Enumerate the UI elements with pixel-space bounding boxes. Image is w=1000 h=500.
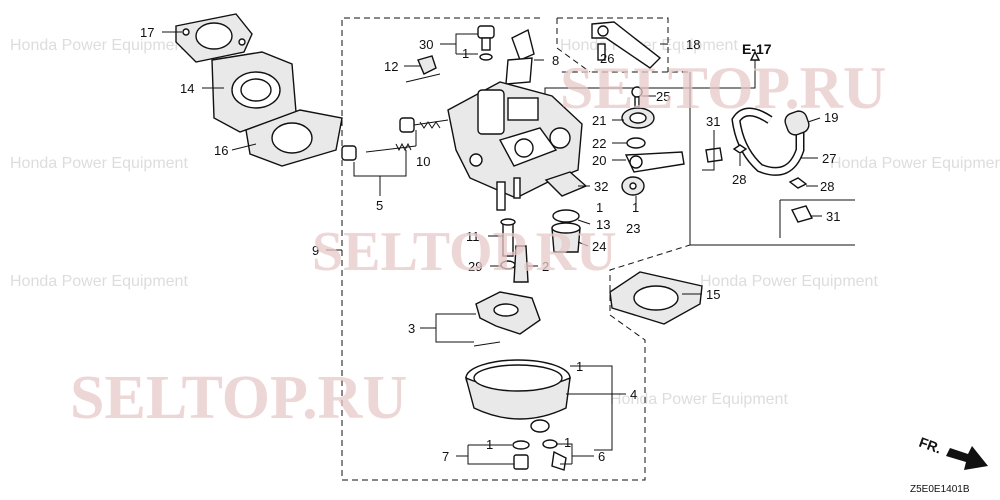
- callout-2: 2: [542, 259, 549, 274]
- float-chamber-4: [464, 359, 571, 433]
- callout-32: 32: [594, 179, 608, 194]
- watermark-middle: SELTOP.RU: [312, 221, 617, 283]
- gasket-8: [505, 28, 535, 85]
- faint-text-row-7: Honda Power Equipment: [610, 391, 788, 408]
- float-3: [473, 291, 541, 347]
- throttle-stop-screw-5: [341, 142, 417, 161]
- jet-2: [513, 245, 529, 283]
- drain-bolt-7: [512, 440, 530, 470]
- drain-screw-6: [542, 439, 567, 471]
- fuel-tube-19: [784, 110, 810, 136]
- faint-text-row-4: Honda Power Equipment: [830, 155, 1000, 172]
- callout-1-chamber: 1: [576, 359, 583, 374]
- callout-10: 10: [416, 154, 430, 169]
- gasket-15: [609, 271, 703, 325]
- callout-1-screw-washer: 1: [564, 435, 571, 450]
- section-ref-label: E-17: [742, 41, 772, 57]
- watermark-top: SELTOP.RU: [560, 55, 886, 121]
- callout-1-screw: 1: [462, 46, 469, 61]
- main-nozzle-11: [500, 218, 516, 257]
- clip-28-lower: [788, 177, 808, 189]
- oring-13: [552, 209, 580, 223]
- callout-9: 9: [312, 243, 319, 258]
- clip-28-upper: [732, 144, 748, 154]
- callout-4: 4: [630, 387, 637, 402]
- callout-7: 7: [442, 449, 449, 464]
- lever-20: [624, 151, 685, 173]
- callout-17: 17: [140, 25, 154, 40]
- section-ref-arrow: [749, 50, 761, 61]
- watermarks: SELTOP.RU SELTOP.RU SELTOP.RU: [70, 55, 886, 432]
- front-marker-label: FR.: [917, 434, 944, 457]
- callout-1-oring: 1: [596, 200, 603, 215]
- diagram-code: Z5E0E1401B: [910, 484, 970, 495]
- callout-14: 14: [180, 81, 194, 96]
- callout-12: 12: [384, 59, 398, 74]
- faint-text-row-3: Honda Power Equipment: [10, 155, 188, 172]
- callout-31-lower: 31: [826, 209, 840, 224]
- pilot-screw-10: [399, 117, 449, 133]
- choke-lever-group-outline: [557, 17, 669, 72]
- vent-12: [405, 55, 441, 83]
- fuel-tube-group-frame: [689, 72, 855, 246]
- gasket-17: [175, 13, 253, 63]
- callout-8: 8: [552, 53, 559, 68]
- choke-valve-21: [621, 107, 655, 129]
- pin-26: [597, 43, 606, 61]
- callout-28-upper: 28: [732, 172, 746, 187]
- callout-27: 27: [822, 151, 836, 166]
- watermark-bottom: SELTOP.RU: [70, 364, 407, 432]
- callout-6: 6: [598, 449, 605, 464]
- front-arrow-icon: [946, 446, 988, 470]
- screw-30: [477, 25, 495, 51]
- insulator-14: [211, 51, 297, 133]
- background-faint-text: Honda Power Equipment Honda Power Equipm…: [10, 37, 1000, 408]
- carburetor-body: [447, 81, 583, 211]
- callout-31-upper: 31: [706, 114, 720, 129]
- float-24: [551, 222, 581, 253]
- callout-1-bolt: 1: [486, 437, 493, 452]
- callout-25: 25: [656, 89, 670, 104]
- callout-20: 20: [592, 153, 606, 168]
- callout-24: 24: [592, 239, 606, 254]
- faint-text-row-5: Honda Power Equipment: [10, 273, 188, 290]
- callout-15: 15: [706, 287, 720, 302]
- callout-21: 21: [592, 113, 606, 128]
- choke-lever-18: [591, 21, 662, 69]
- faint-text-row-6: Honda Power Equipment: [700, 273, 878, 290]
- callout-19: 19: [824, 110, 838, 125]
- callout-30: 30: [419, 37, 433, 52]
- faint-text-row-1: Honda Power Equipment: [10, 37, 188, 54]
- callout-5: 5: [376, 198, 383, 213]
- cap-23: [621, 176, 645, 196]
- callout-labels: 17 14 16 30 1 12 8 18 26 E-17 25 21 22 2…: [140, 25, 840, 464]
- callout-18: 18: [686, 37, 700, 52]
- oring-1-top: [479, 53, 493, 61]
- callout-28-lower: 28: [820, 179, 834, 194]
- callout-13: 13: [596, 217, 610, 232]
- callout-23: 23: [626, 221, 640, 236]
- washer-22: [626, 137, 646, 149]
- callout-22: 22: [592, 136, 606, 151]
- leader-lines: [162, 31, 855, 465]
- callout-16: 16: [214, 143, 228, 158]
- callout-29: 29: [468, 259, 482, 274]
- callout-3: 3: [408, 321, 415, 336]
- gasket-16: [245, 109, 343, 167]
- callout-11: 11: [466, 229, 480, 244]
- clip-31-lower: [790, 205, 814, 223]
- choke-lever-group-outline-lower: [556, 18, 591, 73]
- callout-1-cap: 1: [632, 200, 639, 215]
- screw-25: [631, 86, 643, 108]
- callout-26: 26: [600, 51, 614, 66]
- front-direction-marker: FR.: [917, 434, 988, 470]
